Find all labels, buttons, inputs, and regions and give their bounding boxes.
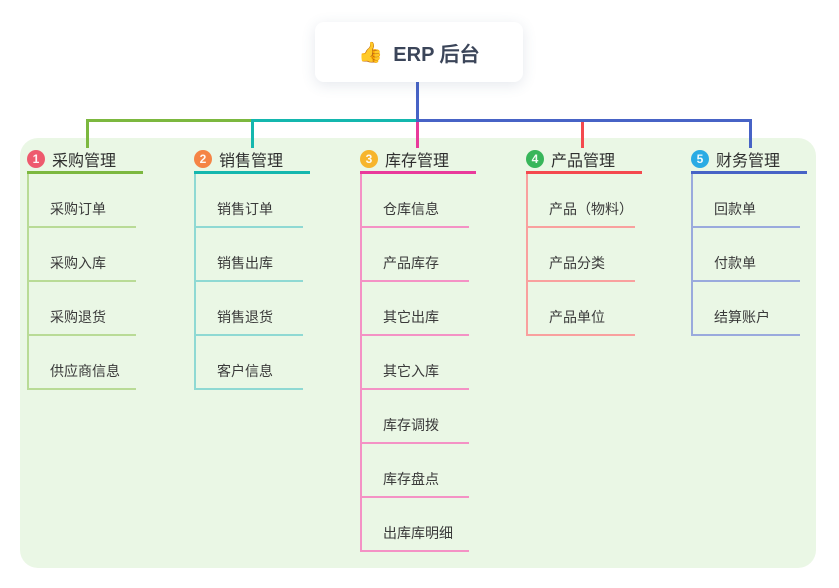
connector-drop-purchase — [86, 119, 89, 148]
node-label: 客户信息 — [217, 363, 273, 379]
connector-drop-sales — [251, 119, 254, 148]
branch-sales-children: 销售订单 销售出库 销售退货 客户信息 — [194, 174, 303, 390]
node-label: 产品分类 — [549, 255, 605, 271]
mindmap-node[interactable]: 其它出库 — [362, 282, 469, 336]
mindmap-node[interactable]: 其它入库 — [362, 336, 469, 390]
branch-sales: 2 销售管理 销售订单 销售出库 销售退货 客户信息 — [194, 146, 310, 390]
node-label: 付款单 — [714, 255, 756, 271]
connector-bus-sales — [251, 119, 419, 122]
connector-bus-finance — [416, 119, 752, 122]
mindmap-node[interactable]: 客户信息 — [196, 336, 303, 390]
mindmap-node[interactable]: 产品（物料） — [528, 174, 635, 228]
mindmap-node[interactable]: 销售退货 — [196, 282, 303, 336]
node-label: 销售订单 — [217, 201, 273, 217]
thumbs-up-icon: 👍 — [358, 41, 384, 64]
mindmap-node[interactable]: 采购退货 — [29, 282, 136, 336]
branch-purchase-header[interactable]: 1 采购管理 — [27, 146, 143, 174]
branch-finance-header[interactable]: 5 财务管理 — [691, 146, 807, 174]
connector-drop-product — [581, 122, 584, 148]
mindmap-node[interactable]: 库存盘点 — [362, 444, 469, 498]
branch-product-header[interactable]: 4 产品管理 — [526, 146, 642, 174]
connector-drop-finance — [749, 119, 752, 148]
branch-label: 财务管理 — [716, 152, 781, 170]
node-label: 采购入库 — [50, 255, 106, 271]
mindmap-node[interactable]: 出库库明细 — [362, 498, 469, 552]
node-label: 销售出库 — [217, 255, 273, 271]
node-label: 结算账户 — [714, 309, 770, 325]
connector-drop-inventory — [416, 122, 419, 148]
branch-label: 产品管理 — [551, 152, 616, 170]
branch-inventory: 3 库存管理 仓库信息 产品库存 其它出库 其它入库 库存调拨 库存盘点 出库库… — [360, 146, 476, 552]
branch-finance-children: 回款单 付款单 结算账户 — [691, 174, 800, 336]
branch-number-badge: 5 — [691, 149, 709, 168]
branch-number-badge: 3 — [360, 149, 378, 168]
branch-inventory-header[interactable]: 3 库存管理 — [360, 146, 476, 174]
mindmap-node[interactable]: 供应商信息 — [29, 336, 136, 390]
branch-product-children: 产品（物料） 产品分类 产品单位 — [526, 174, 635, 336]
node-label: 回款单 — [714, 201, 756, 217]
node-label: 销售退货 — [217, 309, 273, 325]
branch-number-badge: 2 — [194, 149, 212, 168]
root-node[interactable]: 👍 ERP 后台 — [315, 22, 523, 82]
mindmap-node[interactable]: 采购订单 — [29, 174, 136, 228]
mindmap-node[interactable]: 产品分类 — [528, 228, 635, 282]
branch-product: 4 产品管理 产品（物料） 产品分类 产品单位 — [526, 146, 642, 336]
mindmap-node[interactable]: 销售订单 — [196, 174, 303, 228]
branch-purchase: 1 采购管理 采购订单 采购入库 采购退货 供应商信息 — [27, 146, 143, 390]
branch-inventory-children: 仓库信息 产品库存 其它出库 其它入库 库存调拨 库存盘点 出库库明细 — [360, 174, 469, 552]
connector-bus-purchase — [86, 119, 254, 122]
mindmap-node[interactable]: 销售出库 — [196, 228, 303, 282]
branch-sales-header[interactable]: 2 销售管理 — [194, 146, 310, 174]
mindmap-node[interactable]: 结算账户 — [693, 282, 800, 336]
node-label: 采购订单 — [50, 201, 106, 217]
mindmap-node[interactable]: 产品库存 — [362, 228, 469, 282]
node-label: 产品库存 — [383, 255, 439, 271]
branch-label: 采购管理 — [52, 152, 117, 170]
node-label: 其它出库 — [383, 309, 439, 325]
node-label: 产品单位 — [549, 309, 605, 325]
branch-purchase-children: 采购订单 采购入库 采购退货 供应商信息 — [27, 174, 136, 390]
connector-root-stem — [416, 82, 419, 122]
node-label: 出库库明细 — [383, 525, 453, 541]
mindmap-node[interactable]: 回款单 — [693, 174, 800, 228]
node-label: 供应商信息 — [50, 363, 120, 379]
mindmap-node[interactable]: 采购入库 — [29, 228, 136, 282]
branch-number-badge: 4 — [526, 149, 544, 168]
mindmap-node[interactable]: 库存调拨 — [362, 390, 469, 444]
branch-finance: 5 财务管理 回款单 付款单 结算账户 — [691, 146, 807, 336]
node-label: 产品（物料） — [549, 201, 633, 217]
node-label: 其它入库 — [383, 363, 439, 379]
mindmap-node[interactable]: 产品单位 — [528, 282, 635, 336]
branch-number-badge: 1 — [27, 149, 45, 168]
root-title: ERP 后台 — [393, 43, 480, 66]
node-label: 采购退货 — [50, 309, 106, 325]
branch-label: 销售管理 — [219, 152, 284, 170]
mindmap-node[interactable]: 付款单 — [693, 228, 800, 282]
node-label: 仓库信息 — [383, 201, 439, 217]
node-label: 库存盘点 — [383, 471, 439, 487]
node-label: 库存调拨 — [383, 417, 439, 433]
mindmap-node[interactable]: 仓库信息 — [362, 174, 469, 228]
branch-label: 库存管理 — [385, 152, 450, 170]
